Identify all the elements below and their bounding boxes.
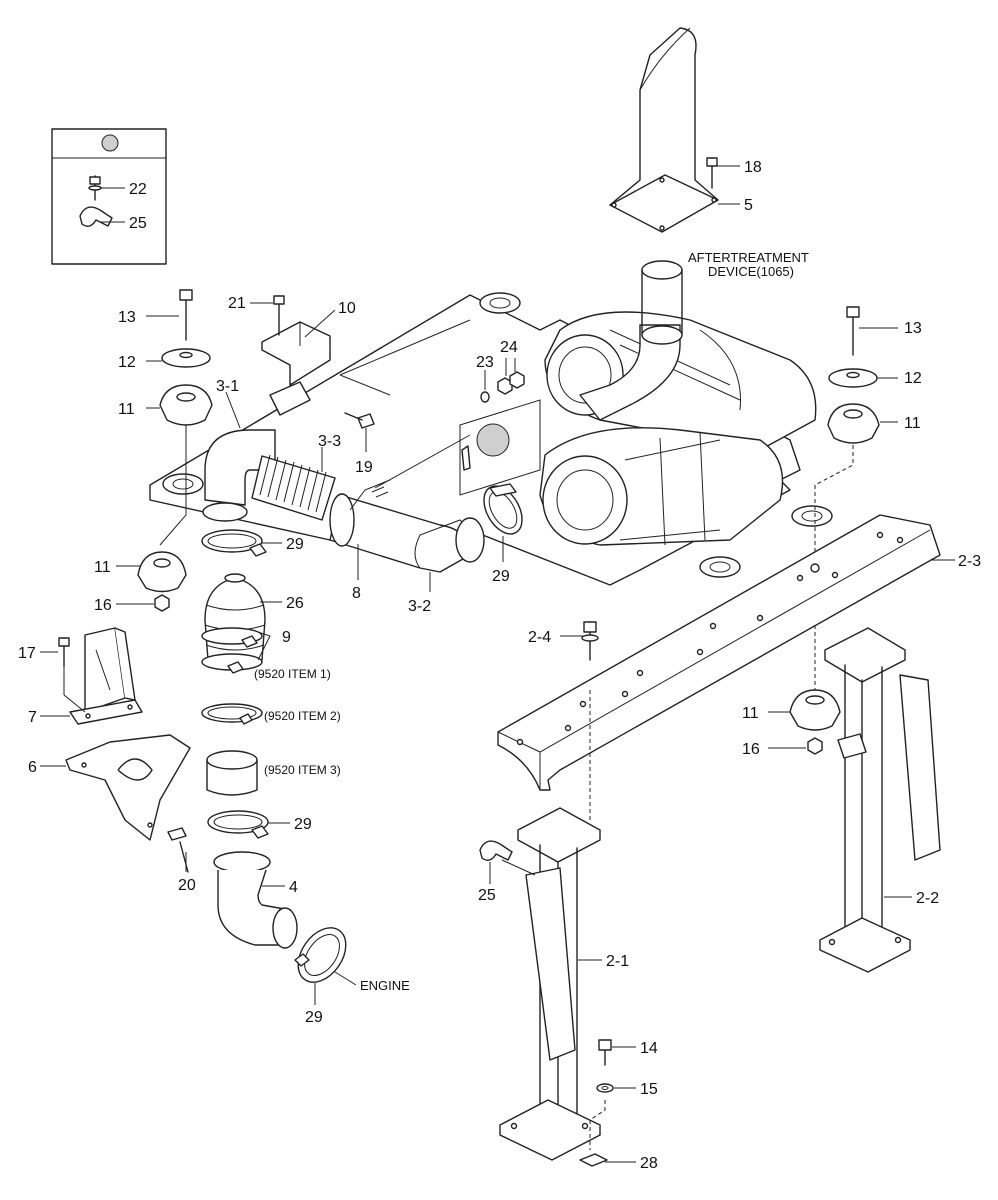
bracket-6-7 [40,627,191,873]
callout-13-left: 13 [118,309,136,326]
bolt-2-4 [560,621,599,820]
callout-12-right: 12 [904,370,922,387]
hardware-23-24 [480,358,525,403]
callout-11-lower-right: 11 [742,705,759,722]
callout-25-inset: 25 [129,215,147,232]
callout-9: 9 [282,629,291,646]
callout-29-lower-left: 29 [294,816,312,833]
callout-11-left: 11 [118,401,135,418]
note-9520-item-2: (9520 ITEM 2) [264,709,341,723]
callout-22: 22 [129,181,147,198]
callout-2-3: 2-3 [958,553,981,570]
left-coupler-column [116,529,357,1005]
callout-3-3: 3-3 [318,433,341,450]
callout-16-left: 16 [94,597,112,614]
clamp-29-upper-right [483,483,523,562]
note-aftertreatment-line1: AFTERTREATMENT [688,250,809,265]
callout-2-2: 2-2 [916,890,939,907]
inlet-marker-dot [476,423,510,457]
mount-lower-right [768,689,841,755]
callout-5: 5 [744,197,753,214]
exhaust-pipe-assembly [202,391,485,592]
note-engine: ENGINE [360,978,410,993]
callout-11-right: 11 [904,415,921,432]
leg-2-2 [819,627,941,973]
note-9520-item-3: (9520 ITEM 3) [264,763,341,777]
bracket-10 [250,295,375,452]
callout-26: 26 [286,595,304,612]
mount-stack-left [146,289,213,546]
callout-29-engine: 29 [305,1009,323,1026]
callout-16-right: 16 [742,741,760,758]
callout-6: 6 [28,759,37,776]
callout-21: 21 [228,295,246,312]
callout-11-lower-left: 11 [94,559,111,576]
callout-28: 28 [640,1155,658,1172]
callout-8: 8 [352,585,361,602]
callout-24: 24 [500,339,518,356]
callout-3-2: 3-2 [408,598,431,615]
hardware-14-15-28 [579,1039,636,1167]
callout-2-4: 2-4 [528,629,551,646]
callout-23: 23 [476,354,494,371]
callout-4: 4 [289,879,298,896]
aftertreatment-device [459,260,817,546]
callout-29-top-left: 29 [286,536,304,553]
callout-25: 25 [478,887,496,904]
inset-marker-dot [101,134,119,152]
cross-beam-2-3 [497,514,955,791]
callout-14: 14 [640,1040,658,1057]
callout-13-right: 13 [904,320,922,337]
callout-2-1: 2-1 [606,953,629,970]
inset-box [51,128,167,265]
note-9520-item-1: (9520 ITEM 1) [254,667,331,681]
exhaust-stack [609,27,740,233]
callout-12-left: 12 [118,354,136,371]
callout-15: 15 [640,1081,658,1098]
callout-18: 18 [744,159,762,176]
callout-7: 7 [28,709,37,726]
note-aftertreatment-line2: DEVICE(1065) [708,264,794,279]
callout-17: 17 [18,645,36,662]
callout-3-1: 3-1 [216,378,239,395]
callout-20: 20 [178,877,196,894]
leg-2-1 [479,807,602,1161]
callout-29-upper-right: 29 [492,568,510,585]
callout-10: 10 [338,300,356,317]
callout-19: 19 [355,459,373,476]
mount-stack-right [814,306,898,690]
